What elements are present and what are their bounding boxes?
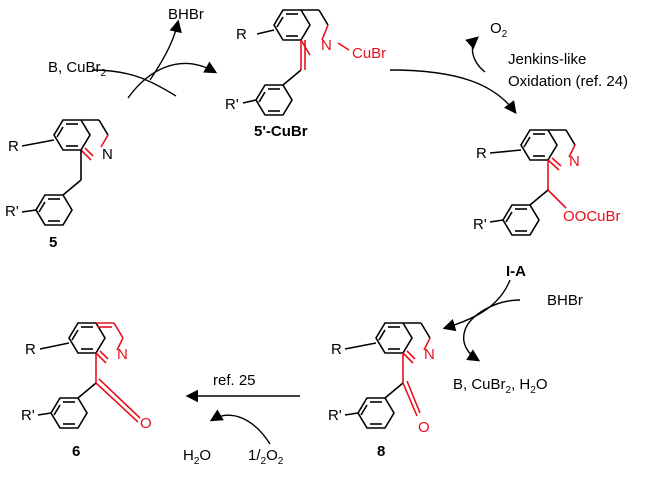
compound-5 (21, 119, 109, 226)
label-compound-6: 6 (72, 443, 80, 460)
reagent-o2: O2 (490, 20, 508, 40)
compound-8 (344, 322, 431, 429)
atom-n-5: N (102, 146, 113, 163)
atom-n-ia: N (569, 153, 580, 170)
arrow-ia-to-8 (442, 279, 521, 362)
atom-o-8: O (418, 419, 430, 436)
atom-n-8: N (424, 346, 435, 363)
label-compound-5-cubr: 5'-CuBr (254, 123, 308, 140)
label-compound-i-a: I-A (506, 263, 526, 280)
substituent-rp-ia: R' (473, 216, 487, 233)
note-jenkins-2: Oxidation (ref. 24) (508, 73, 628, 90)
substituent-r-8: R (331, 341, 342, 358)
atom-n-6: N (117, 346, 128, 363)
reagent-half-o2: 1/2O2 (248, 447, 284, 467)
atom-cubr-5cu: CuBr (352, 45, 386, 62)
atom-oocubr-ia: OOCuBr (563, 208, 621, 225)
compound-5-cubr (242, 9, 350, 116)
arrow-8-to-6 (185, 389, 300, 445)
atom-n-5cu: N (321, 37, 332, 54)
substituent-rp-6: R' (21, 407, 35, 424)
compound-i-a (489, 129, 576, 236)
atom-o-6: O (140, 415, 152, 432)
note-ref-25: ref. 25 (213, 372, 256, 389)
substituent-r-5: R (8, 138, 19, 155)
reagent-b-cubr2: B, CuBr2 (48, 59, 107, 79)
note-jenkins-1: Jenkins-like (508, 51, 586, 68)
reagent-bhbr-top: BHBr (168, 6, 204, 23)
compound-6 (37, 322, 141, 429)
substituent-rp-5cu: R' (225, 96, 239, 113)
label-compound-5: 5 (49, 234, 57, 251)
substituent-r-5cu: R (236, 26, 247, 43)
substituent-rp-8: R' (328, 407, 342, 424)
label-compound-8: 8 (377, 443, 385, 460)
products-b-cubr2-h2o: B, CuBr2, H2O (453, 376, 547, 396)
arrow-5-to-5cu (91, 19, 218, 99)
substituent-r-6: R (25, 341, 36, 358)
arrow-5cu-to-ia (389, 36, 517, 115)
substituent-rp-5: R' (5, 203, 19, 220)
product-h2o: H2O (183, 447, 211, 467)
reagent-bhbr-right: BHBr (547, 292, 583, 309)
substituent-r-ia: R (476, 145, 487, 162)
